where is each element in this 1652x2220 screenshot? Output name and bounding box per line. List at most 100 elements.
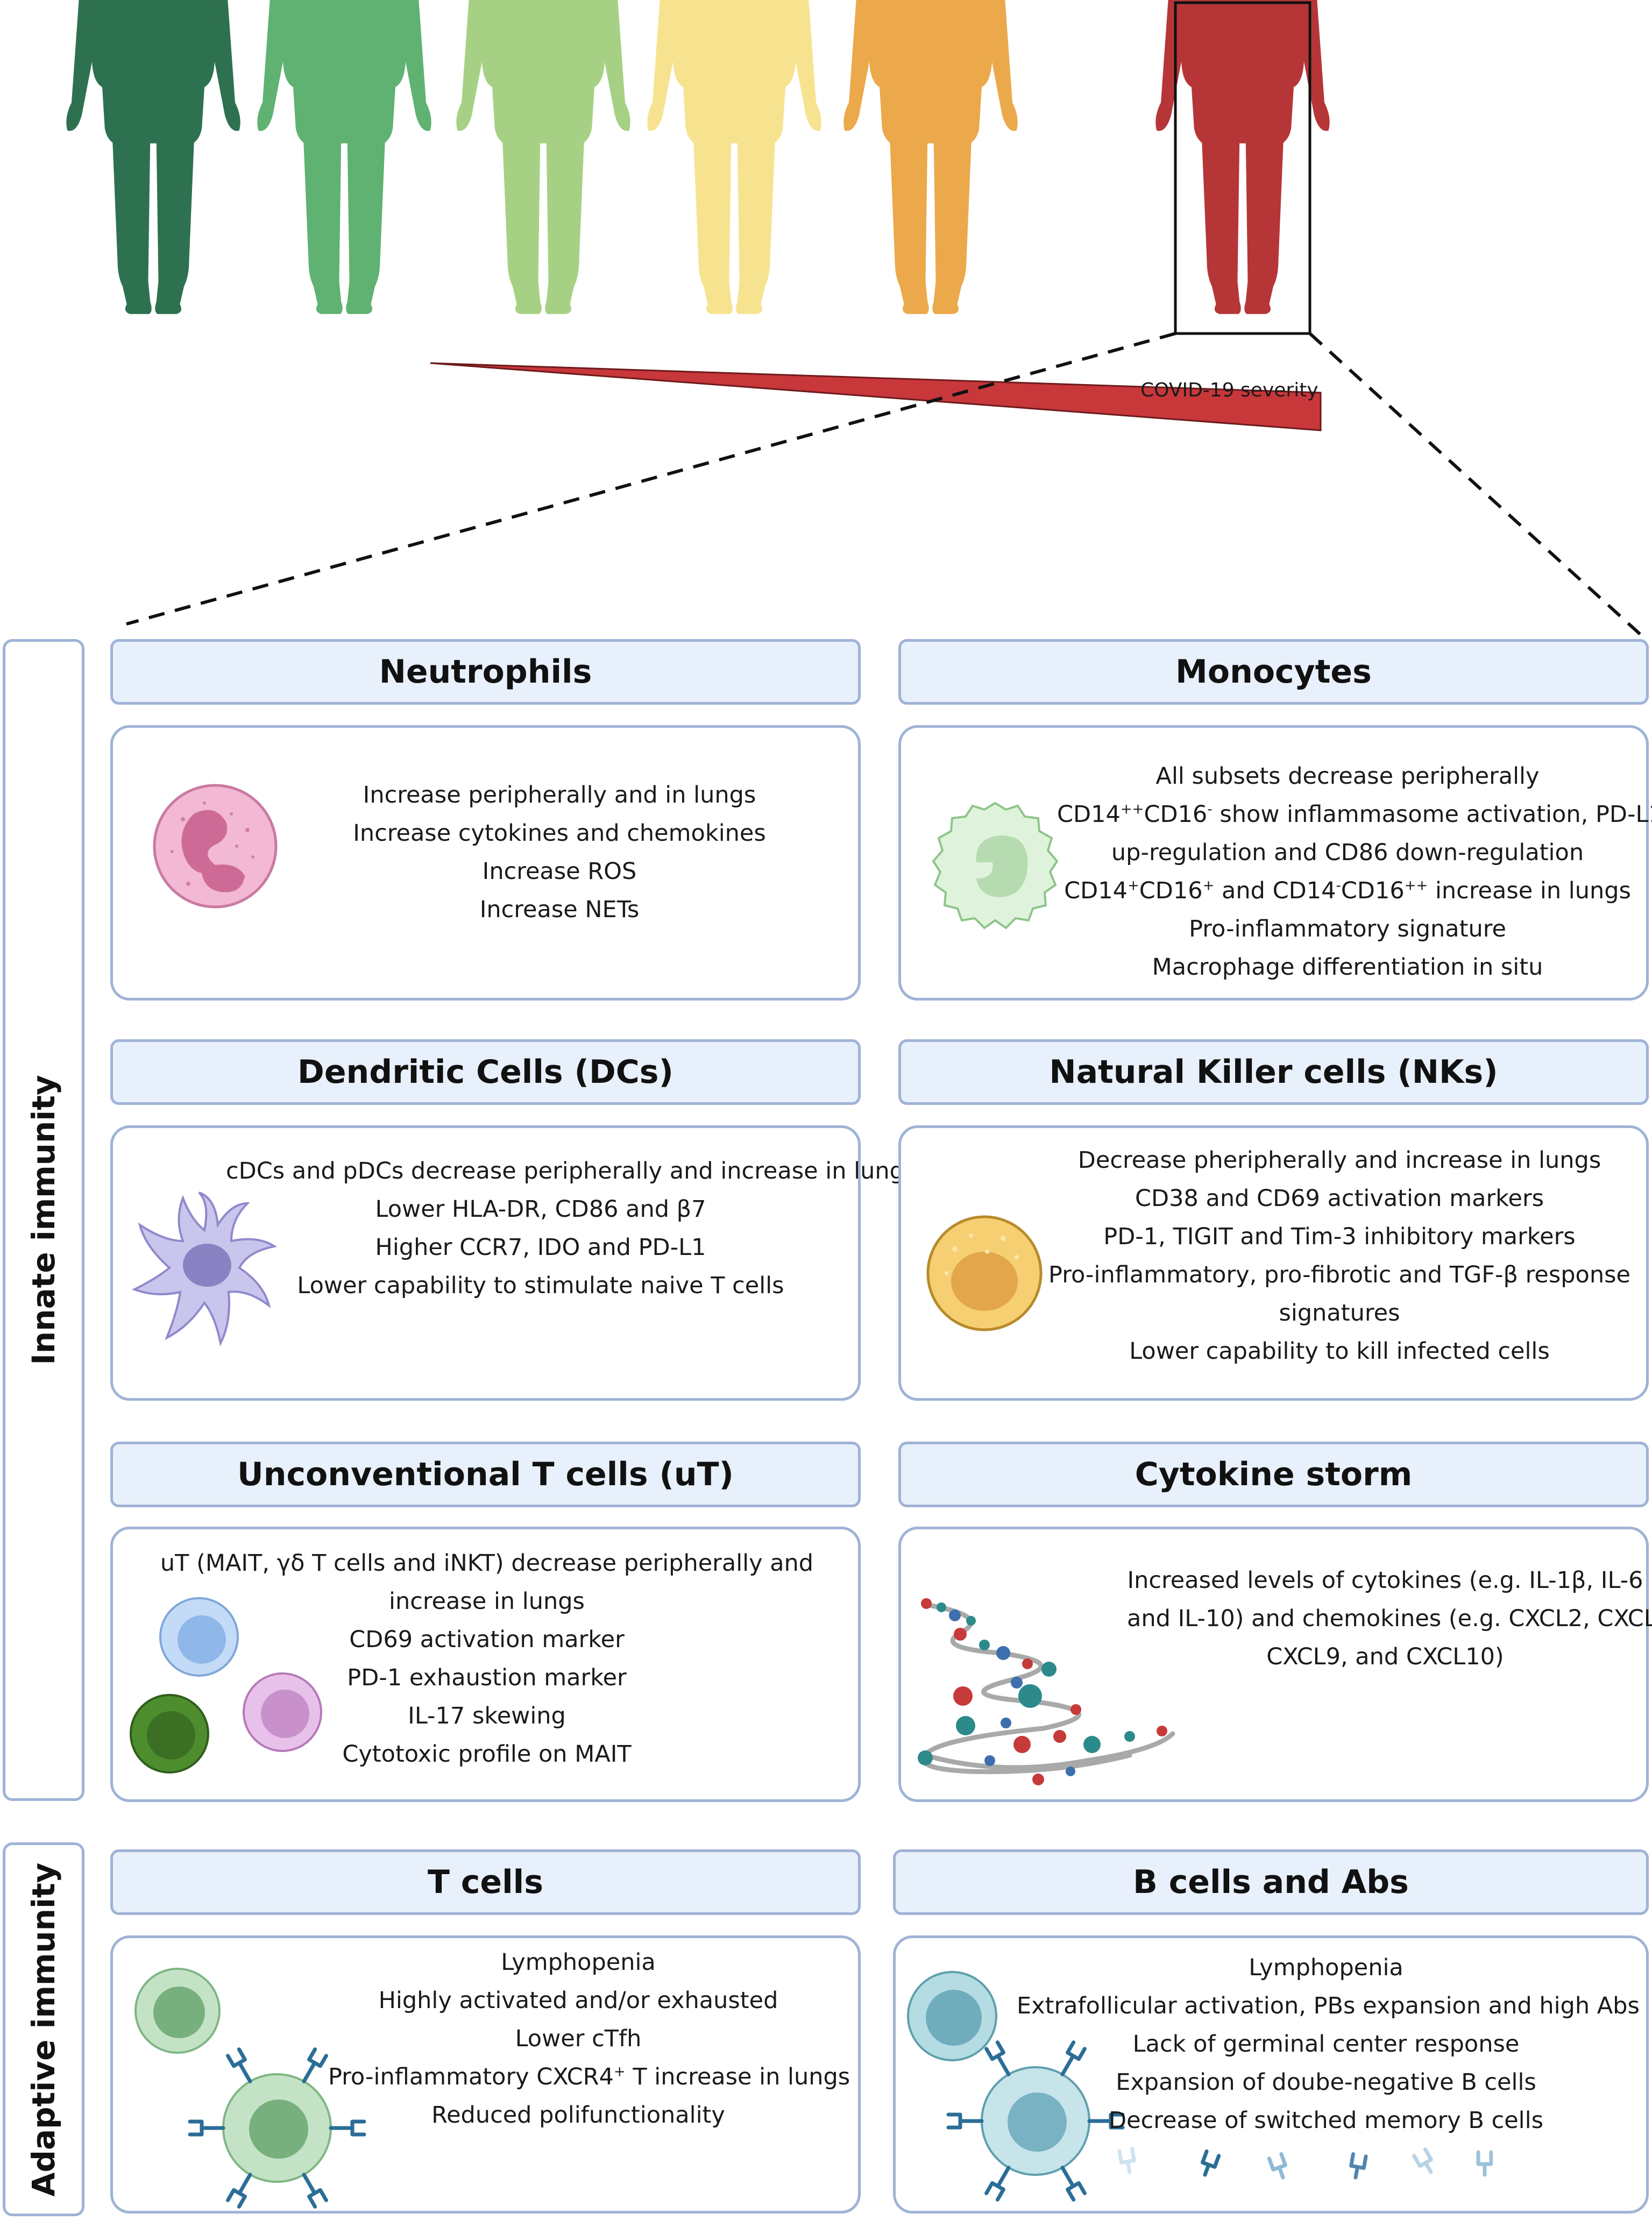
monocytes-header: Monocytes: [898, 639, 1649, 705]
nks-text: Decrease pheripherally and increase in l…: [1041, 1141, 1638, 1371]
antibody-icon: [302, 2173, 328, 2209]
bcells-card: Lymphopenia Extrafollicular activation, …: [893, 1935, 1649, 2214]
neutrophil-icon: [153, 784, 278, 909]
cytokine-text: Increased levels of cytokines (e.g. IL-1…: [1127, 1562, 1652, 1676]
neutrophils-card: Increase peripherally and in lungs Incre…: [110, 725, 861, 1001]
cytokine-header: Cytokine storm: [898, 1442, 1649, 1507]
bcells-header: B cells and Abs: [893, 1849, 1649, 1915]
patient-figure: [66, 0, 240, 314]
patient-figure: [1155, 0, 1330, 314]
antibody-icon: [1412, 2147, 1433, 2174]
patient-figure: [647, 0, 821, 314]
bcells-text: Lymphopenia Extrafollicular activation, …: [1017, 1949, 1640, 2140]
text-line: Lower capability to kill infected cells: [1129, 1338, 1550, 1365]
dcs-header: Dendritic Cells (DCs): [110, 1039, 861, 1105]
antibody-icon: [302, 2047, 328, 2083]
antibody-icon: [1201, 2149, 1221, 2177]
patient-figure: [456, 0, 630, 314]
antibody-icon: [984, 2166, 1011, 2202]
cytokine-storm-icon: [918, 1598, 1175, 1785]
antibody-icon: [1117, 2147, 1136, 2174]
antibody-icon: [1060, 2040, 1087, 2076]
severity-wedge: [430, 362, 1322, 431]
text-line: CD38 and CD69 activation markers: [1135, 1185, 1544, 1212]
text-line: Extrafollicular activation, PBs expansio…: [1017, 1992, 1640, 2019]
antibody-icon: [1476, 2150, 1493, 2177]
innate-immunity-panel: Innate immunity: [3, 639, 84, 1801]
text-line: Increase peripherally and in lungs: [363, 782, 756, 808]
monocytes-text: All subsets decrease peripherally CD14++…: [1057, 757, 1652, 987]
text-line: Higher CCR7, IDO and PD-L1: [375, 1234, 706, 1261]
text-line: cDCs and pDCs decrease peripherally and …: [226, 1158, 917, 1185]
neutrophils-header: Neutrophils: [110, 639, 861, 705]
monocyte-icon: [932, 802, 1059, 930]
t-cell-icon: [134, 1968, 366, 2209]
tcells-card: Lymphopenia Highly activated and/or exha…: [110, 1935, 861, 2214]
text-line: Increase ROS: [482, 858, 637, 885]
text-line: Increase cytokines and chemokines: [353, 820, 766, 847]
text-line: Highly activated and/or exhausted: [378, 1987, 778, 2014]
text-line: Reduced polifunctionality: [431, 2102, 725, 2129]
text-line: signatures: [1279, 1300, 1400, 1327]
text-line: PD-1, TIGIT and Tim-3 inhibitory markers: [1103, 1223, 1576, 1250]
text-line: All subsets decrease peripherally: [1155, 763, 1540, 790]
antibody-icon: [188, 2119, 225, 2137]
antibody-icon: [226, 2047, 252, 2083]
text-line: Decrease pheripherally and increase in l…: [1077, 1147, 1601, 1174]
text-line: up-regulation and CD86 down-regulation: [1111, 839, 1584, 866]
nk-cell-icon: [926, 1215, 1043, 1331]
ut-header: Unconventional T cells (uT): [110, 1442, 861, 1507]
antibody-icon: [226, 2173, 252, 2209]
antibody-icon: [329, 2119, 366, 2137]
tcells-text: Lymphopenia Highly activated and/or exha…: [328, 1944, 850, 2134]
text-line: increase in lungs: [389, 1588, 585, 1615]
severity-figures: [66, 0, 1642, 636]
ut-text: uT (MAIT, γδ T cells and iNKT) decrease …: [153, 1544, 820, 1774]
severity-label: COVID-19 severity: [1140, 379, 1318, 401]
text-line: Pro-inflammatory CXCR4+ T increase in lu…: [328, 2063, 850, 2090]
nks-header: Natural Killer cells (NKs): [898, 1039, 1649, 1105]
neutrophils-text: Increase peripherally and in lungs Incre…: [317, 776, 802, 929]
tcells-header: T cells: [110, 1849, 861, 1915]
patient-figure: [257, 0, 431, 314]
text-line: Increased levels of cytokines (e.g. IL-1…: [1127, 1567, 1643, 1594]
antibody-icon: [1060, 2166, 1087, 2202]
text-line: Cytotoxic profile on MAIT: [342, 1741, 632, 1768]
text-line: PD-1 exhaustion marker: [347, 1664, 627, 1691]
text-line: Lack of germinal center response: [1132, 2031, 1520, 2058]
text-line: CD14++CD16- show inflammasome activation…: [1057, 801, 1652, 828]
adaptive-immunity-label: Adaptive immunity: [25, 1862, 62, 2196]
unconventional-t-cells-icon: [130, 1597, 322, 1774]
text-line: Pro-inflammatory, pro-fibrotic and TGF-β…: [1048, 1261, 1630, 1288]
text-line: Lymphopenia: [501, 1949, 656, 1976]
text-line: CD69 activation marker: [349, 1626, 625, 1653]
dcs-text: cDCs and pDCs decrease peripherally and …: [226, 1152, 917, 1305]
text-line: uT (MAIT, γδ T cells and iNKT) decrease …: [160, 1550, 814, 1577]
dendritic-cell-icon: [132, 1191, 278, 1347]
text-line: Decrease of switched memory B cells: [1109, 2107, 1543, 2134]
text-line: CD14+CD16+ and CD14-CD16++ increase in l…: [1064, 877, 1631, 904]
antibody-icon: [1267, 2152, 1287, 2180]
nks-card: Decrease pheripherally and increase in l…: [898, 1125, 1649, 1401]
antibody-icon: [1087, 2112, 1125, 2130]
text-line: Increase NETs: [479, 896, 640, 923]
text-line: IL-17 skewing: [408, 1703, 566, 1729]
antibody-icon: [1349, 2152, 1368, 2180]
antibody-icon: [946, 2112, 984, 2130]
severe-patient-highlight: [1174, 1, 1311, 335]
text-line: CXCL9, and CXCL10): [1266, 1643, 1504, 1670]
text-line: Lower capability to stimulate naive T ce…: [297, 1272, 784, 1299]
text-line: Lymphopenia: [1249, 1954, 1403, 1981]
text-line: Lower cTfh: [515, 2025, 642, 2052]
zoom-line-right: [1308, 332, 1642, 636]
zoom-line-left: [126, 332, 1176, 626]
text-line: and IL-10) and chemokines (e.g. CXCL2, C…: [1127, 1605, 1652, 1632]
innate-immunity-label: Innate immunity: [25, 1075, 62, 1365]
cytokine-card: Increased levels of cytokines (e.g. IL-1…: [898, 1527, 1652, 1802]
text-line: Expansion of doube-negative B cells: [1116, 2069, 1536, 2096]
antibody-icon: [984, 2040, 1011, 2076]
adaptive-immunity-panel: Adaptive immunity: [3, 1842, 84, 2216]
b-cell-icon: [907, 1971, 1493, 2202]
text-line: Macrophage differentiation in situ: [1152, 954, 1543, 981]
dcs-card: cDCs and pDCs decrease peripherally and …: [110, 1125, 917, 1401]
